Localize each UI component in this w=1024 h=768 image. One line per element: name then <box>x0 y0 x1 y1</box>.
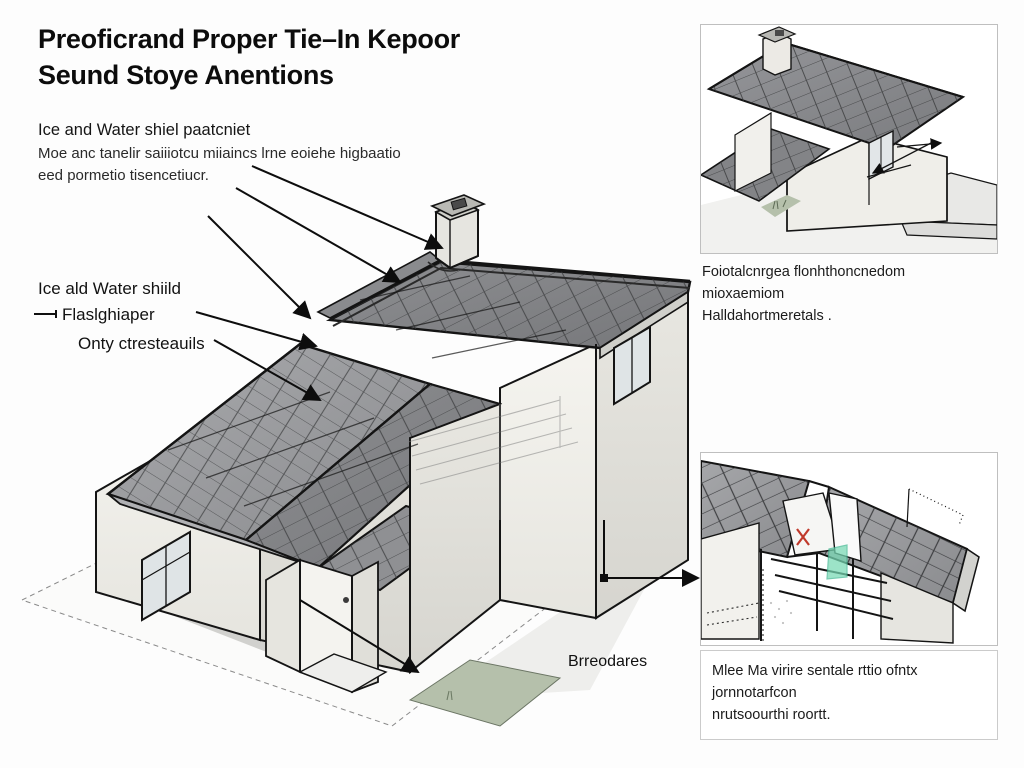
front-gable-wing <box>95 342 503 694</box>
dash-marker-icon <box>34 310 57 318</box>
roof-overview-drawing <box>701 25 997 253</box>
entry-porch <box>265 558 388 694</box>
arrow-to-ridge <box>235 187 402 283</box>
label-details: Onty ctresteauils <box>78 334 205 353</box>
roof-tie-in-detail-panel <box>700 452 998 646</box>
roof-overview-caption: Foiotalcnrgea flonhthoncnedom mioxaemiom… <box>702 264 906 324</box>
roof-tie-in-caption: Mlee Ma virire sentale rttio ofntx jornn… <box>712 663 918 723</box>
interior-framing <box>407 396 579 520</box>
roof-overview-panel <box>700 24 998 254</box>
grass-patch <box>402 442 670 727</box>
front-window <box>141 530 191 622</box>
arrow-details <box>213 339 322 401</box>
page-title: Preoficrand Proper Tie–In Kepoor Seund S… <box>38 24 461 90</box>
arrow-to-upper-roof <box>207 215 312 320</box>
leader-arrows <box>195 165 700 674</box>
label-boundaries: Brreodares <box>568 653 648 670</box>
two-storey-wing <box>316 251 692 620</box>
label-flashing: Flaslghiaper <box>62 305 155 324</box>
tie-in-membrane-highlight <box>826 544 848 580</box>
site-ground-plane <box>20 461 662 727</box>
roof-tie-in-caption-box <box>700 650 998 740</box>
roof-edge-lines <box>167 275 567 507</box>
label-ice-water-shield: Ice ald Water shiild <box>38 279 181 298</box>
ice-water-note: Ice and Water shiel paatcniet Moe anc ta… <box>38 118 538 187</box>
ice-water-note-heading: Ice and Water shiel paatcniet <box>38 121 251 139</box>
red-marker-icon <box>796 528 810 546</box>
ice-water-note-body: Moe anc tanelir saiiiotcu miiaincs lrne … <box>38 144 401 184</box>
arrow-to-foundation <box>299 599 420 674</box>
upper-window <box>613 325 651 406</box>
arrow-flashing <box>195 311 318 351</box>
chimney <box>427 194 487 272</box>
roof-tie-in-drawing <box>701 453 997 645</box>
